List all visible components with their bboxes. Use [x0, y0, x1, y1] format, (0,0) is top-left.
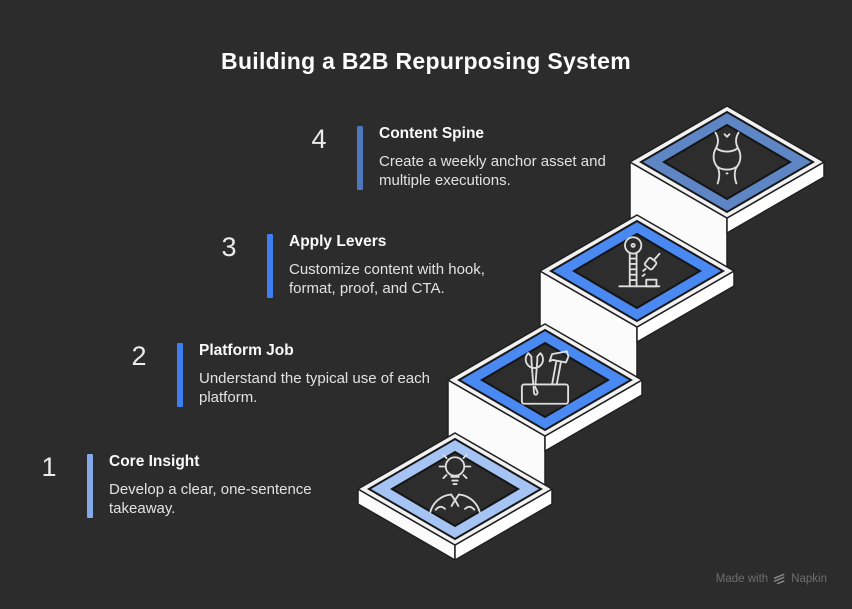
step-number-2: 2: [131, 341, 147, 371]
step-description-3: Customize content with hook, format, pro…: [289, 261, 485, 298]
step-accent-bar-1: [87, 454, 93, 518]
step-description-2: Understand the typical use of each platf…: [199, 370, 430, 407]
step-accent-bar-2: [177, 343, 183, 407]
step-number-4: 4: [311, 124, 327, 154]
step-title-3: Apply Levers: [289, 233, 387, 250]
step-number-3: 3: [221, 232, 237, 262]
step4-inner: [662, 123, 792, 201]
step-description-4: Create a weekly anchor asset and multipl…: [379, 153, 606, 190]
step-platform-3: [538, 214, 736, 387]
lever-icon: [618, 236, 661, 288]
credit-prefix: Made with: [715, 572, 769, 585]
step-number-1: 1: [41, 452, 57, 482]
step-accent-bar-4: [357, 126, 363, 190]
step-platform-1: [356, 432, 554, 562]
step-title-2: Platform Job: [199, 342, 294, 359]
step-accent-bar-3: [267, 234, 273, 298]
credit-brand: Napkin: [791, 572, 827, 585]
napkin-logo-icon: [773, 573, 785, 585]
step-title-4: Content Spine: [379, 125, 485, 142]
step-title-1: Core Insight: [109, 453, 200, 470]
step1-inner: [390, 450, 520, 528]
step-platform-4: [628, 105, 826, 278]
person-lightbulb-icon: [429, 454, 481, 513]
step-row-2: 2 Platform Job Understand the typical us…: [122, 340, 461, 407]
step-description-1: Develop a clear, one-sentence takeaway.: [109, 481, 312, 518]
step-row-4: 4 Content Spine Create a weekly anchor a…: [302, 123, 629, 190]
torso-icon: [712, 131, 742, 185]
step-platform-2: [446, 323, 644, 496]
page-title: Building a B2B Repurposing System: [221, 48, 631, 74]
step-row-3: 3 Apply Levers Customize content with ho…: [212, 231, 524, 298]
toolbox-icon: [520, 350, 570, 405]
step-row-1: 1 Core Insight Develop a clear, one-sent…: [32, 451, 334, 518]
credit: Made with Napkin: [716, 572, 827, 585]
step2-inner: [480, 341, 610, 419]
